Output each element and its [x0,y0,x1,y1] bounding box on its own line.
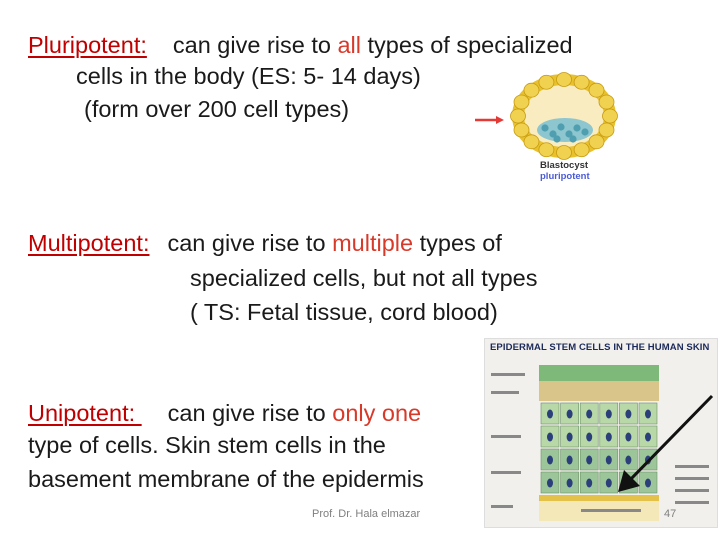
trophoblast-cell [602,108,618,124]
trophoblast-cell [513,122,530,138]
cell-nucleus [586,432,593,442]
multipotent-term: Multipotent: [28,230,150,256]
cell-nucleus [547,478,553,488]
unipotent-term: Unipotent: [28,400,142,426]
cell-nucleus [547,409,553,419]
cell-nucleus [645,432,651,442]
pluripotent-line-3: (form over 200 cell types) [84,96,350,122]
cell-nucleus [586,478,593,488]
multipotent-highlight: multiple [332,230,414,256]
unipotent-line-1: Unipotent: can give rise to only one [28,398,421,428]
trophoblast-cell [573,142,590,158]
unipotent-highlight: only one [332,400,422,426]
trophoblast-cell [588,82,605,98]
unipotent-text-before: can give rise to [167,400,333,426]
unipotent-line-2: type of cells. Skin stem cells in the [28,432,386,458]
multipotent-line-2: specialized cells, but not all types [190,265,538,291]
inner-cell-mass-cell [553,135,561,143]
blastocyst-caption: Blastocyst [540,160,589,171]
trophoblast-cell [598,122,615,138]
multipotent-line-3: ( TS: Fetal tissue, cord blood) [190,299,498,325]
trophoblast-cell [538,74,555,90]
multipotent-text-after: types of [413,230,502,256]
inner-cell-mass-cell [557,123,565,131]
trophoblast-cell [588,134,605,150]
red-arrow-icon [475,116,504,124]
inner-cell-mass-cell [549,130,557,138]
cell-nucleus [566,432,573,442]
inner-cell-mass-cell [541,124,549,132]
trophoblast-cell [538,142,555,158]
pluripotent-highlight: all [337,32,361,58]
cell-nucleus [586,409,593,419]
cell-nucleus [625,455,632,465]
cell-nucleus [605,455,612,465]
cell-nucleus [566,409,573,419]
black-arrow-icon [618,394,714,492]
trophoblast-cell [556,145,572,160]
pluripotent-term: Pluripotent: [28,32,147,58]
cell-nucleus [547,455,553,465]
pluripotent-line-1: Pluripotent: can give rise to all types o… [28,30,573,60]
trophoblast-cell [523,82,540,98]
cell-nucleus [645,478,651,488]
inner-cell-mass-cell [581,128,589,136]
blastocyst-image [510,72,618,160]
cell-nucleus [625,432,632,442]
pluripotent-line-2: cells in the body (ES: 5- 14 days) [76,63,421,89]
trophoblast-cell [556,72,572,87]
footer-author: Prof. Dr. Hala elmazar [312,508,421,520]
inner-cell-mass-cell [565,130,573,138]
cell-nucleus [645,409,651,419]
pluripotent-text-after: types of specialized [361,32,573,58]
multipotent-text-before: can give rise to [167,230,333,256]
multipotent-line-1: Multipotent: can give rise to multiple ty… [28,228,502,258]
cell-nucleus [605,409,612,419]
trophoblast-cell [513,94,530,110]
inner-cell-mass-cell [573,124,581,132]
trophoblast-cell [510,108,526,124]
cell-nucleus [566,478,573,488]
trophoblast-cell [523,134,540,150]
skin-figure-title: EPIDERMAL STEM CELLS IN THE HUMAN SKIN [490,342,710,353]
cell-nucleus [566,455,573,465]
cell-nucleus [625,409,632,419]
unipotent-line-3: basement membrane of the epidermis [28,466,424,492]
cell-nucleus [605,478,612,488]
blastocyst-subcaption: pluripotent [540,171,590,182]
cell-nucleus [586,455,593,465]
trophoblast-cell [573,74,590,90]
trophoblast-cell [598,94,615,110]
page-number: 47 [664,508,677,520]
inner-cell-mass-cell [569,135,577,143]
cell-nucleus [605,432,612,442]
cell-nucleus [547,432,553,442]
pluripotent-text-before: can give rise to [172,32,338,58]
